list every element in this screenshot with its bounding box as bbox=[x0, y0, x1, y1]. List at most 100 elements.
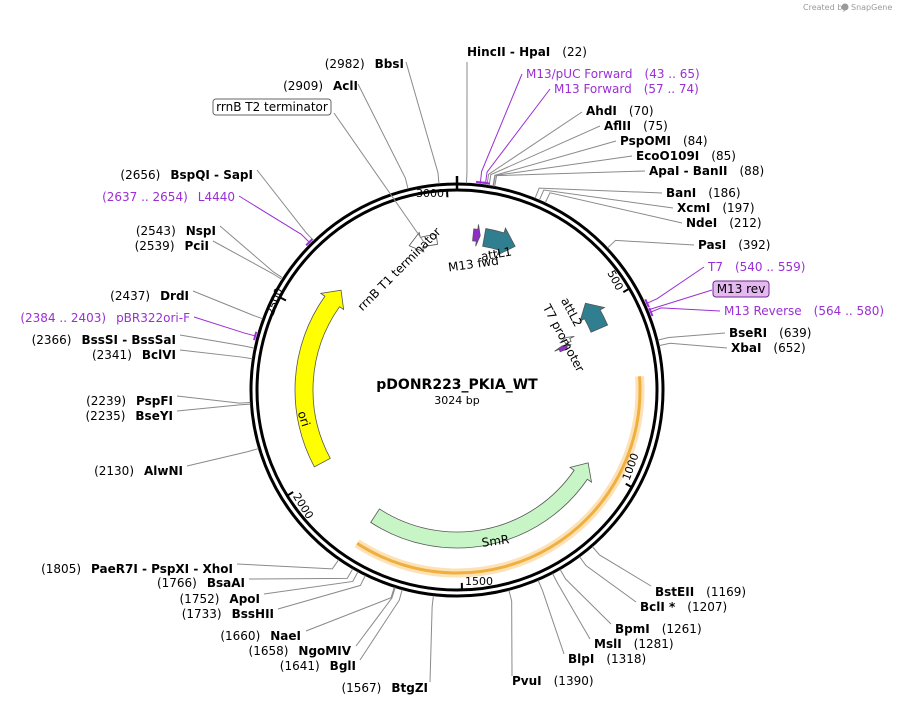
primer-mark-t7 bbox=[644, 298, 650, 308]
site-leader-bseri bbox=[657, 332, 726, 341]
site-label-bsaai[interactable]: (1766)BsaAI bbox=[157, 576, 245, 590]
site-label-paer7i[interactable]: (1805)PaeR7I - PspXI - XhoI bbox=[41, 562, 233, 576]
primer-label-pbr322ori-f[interactable]: (2384 .. 2403)pBR322ori-F bbox=[20, 311, 190, 325]
site-label-pcii[interactable]: (2539)PciI bbox=[135, 239, 209, 253]
snapgene-logo-icon bbox=[841, 3, 849, 11]
site-leader-bsteii bbox=[591, 546, 652, 587]
site-leader-bbsi bbox=[405, 61, 440, 184]
feature-smr-arrow[interactable] bbox=[370, 462, 593, 549]
site-label-ngomiv[interactable]: (1658)NgoMIV bbox=[249, 644, 352, 658]
tick-label-500: 500 bbox=[604, 268, 625, 293]
site-leader-ngomiv bbox=[355, 587, 396, 647]
primer-label-m13-puc-forward[interactable]: M13/pUC Forward(43 .. 65) bbox=[526, 67, 700, 81]
site-label-aflii[interactable]: AflII(75) bbox=[604, 119, 668, 133]
site-label-drdi[interactable]: (2437)DrdI bbox=[110, 289, 189, 303]
site-label-pvui[interactable]: PvuI(1390) bbox=[512, 674, 594, 688]
site-label-bsteii[interactable]: BstEII(1169) bbox=[655, 585, 746, 599]
feature-label-attl1: attL1 bbox=[480, 244, 513, 263]
site-leader-blpi bbox=[537, 580, 565, 655]
boxed-label-rrnb-t2-box bbox=[212, 98, 332, 116]
site-label-pasi[interactable]: PasI(392) bbox=[698, 238, 770, 252]
site-label-pspomi[interactable]: PspOMI(84) bbox=[620, 134, 708, 148]
site-leader-acli bbox=[357, 83, 409, 189]
boxed-label-m13-rev-box bbox=[712, 280, 770, 298]
site-leader-xbai bbox=[659, 342, 728, 349]
site-leader-bsssi bbox=[179, 334, 255, 349]
tick-mark-2000 bbox=[286, 491, 294, 497]
site-leader-bani bbox=[534, 187, 663, 199]
site-leader-naei bbox=[305, 587, 395, 632]
site-leader-nspi bbox=[219, 225, 284, 279]
site-leader-bcli bbox=[579, 556, 637, 603]
site-label-bseyi[interactable]: (2235)BseYI bbox=[86, 409, 174, 423]
site-label-ahdi[interactable]: AhdI(70) bbox=[586, 104, 654, 118]
feature-t7-promoter-arrow[interactable] bbox=[559, 336, 575, 345]
boxed-label-m13-rev-text[interactable]: M13 rev bbox=[717, 282, 766, 296]
site-label-bgli[interactable]: (1641)BglI bbox=[280, 659, 356, 673]
primer-leader-l4440 bbox=[238, 195, 311, 244]
site-leader-bsaai bbox=[248, 568, 354, 580]
primer-mark-pbr322ori-f bbox=[253, 331, 258, 341]
primer-leader-m13-reverse bbox=[648, 307, 721, 314]
primer-label-l4440[interactable]: (2637 .. 2654)L4440 bbox=[102, 190, 235, 204]
site-label-ecoo109i[interactable]: EcoO109I(85) bbox=[636, 149, 736, 163]
site-leader-hincii bbox=[465, 61, 468, 184]
primer-label-t7[interactable]: T7(540 .. 559) bbox=[707, 260, 805, 274]
site-label-msli[interactable]: MslI(1281) bbox=[594, 637, 674, 651]
site-leader-pasi bbox=[607, 239, 695, 249]
site-label-hincii[interactable]: HincII - HpaI(22) bbox=[467, 45, 587, 59]
primer-label-m13-reverse[interactable]: M13 Reverse(564 .. 580) bbox=[724, 304, 884, 318]
site-label-bani[interactable]: BanI(186) bbox=[666, 186, 741, 200]
feature-attl2-arrow[interactable] bbox=[579, 302, 609, 333]
site-leader-ecoo109i bbox=[492, 155, 633, 187]
primer-label-m13-forward[interactable]: M13 Forward(57 .. 74) bbox=[554, 82, 699, 96]
site-label-acli[interactable]: (2909)AclI bbox=[283, 79, 358, 93]
site-leader-bpmi bbox=[559, 569, 612, 625]
primer-mark-m13-forward bbox=[481, 181, 491, 185]
site-label-pspfi[interactable]: (2239)PspFI bbox=[86, 394, 173, 408]
site-leader-bsshii bbox=[277, 575, 366, 610]
site-label-bsssi[interactable]: (2366)BssSI - BssSaI bbox=[32, 333, 176, 347]
tick-mark-2500 bbox=[279, 296, 287, 302]
site-label-alwni[interactable]: (2130)AlwNI bbox=[94, 464, 183, 478]
site-leader-pcii bbox=[212, 240, 283, 280]
site-label-bpmi[interactable]: BpmI(1261) bbox=[615, 622, 702, 636]
site-label-apoi[interactable]: (1752)ApoI bbox=[180, 592, 261, 606]
site-label-xbai[interactable]: XbaI(652) bbox=[731, 341, 806, 355]
tick-label-2500: 2500 bbox=[264, 286, 286, 317]
site-label-bseri[interactable]: BseRI(639) bbox=[729, 326, 811, 340]
feature-ori-arrow[interactable] bbox=[294, 289, 345, 468]
tick-label-3000: 3000 bbox=[416, 187, 444, 200]
tick-mark-500 bbox=[622, 287, 630, 293]
site-label-apai[interactable]: ApaI - BanII(88) bbox=[649, 164, 764, 178]
boxed-label-rrnb-t2-text[interactable]: rrnB T2 terminator bbox=[216, 100, 328, 114]
orange-arc-layer bbox=[354, 375, 645, 578]
site-label-btgzi[interactable]: (1567)BtgZI bbox=[341, 681, 428, 695]
site-leader-bspqi bbox=[256, 169, 315, 241]
site-label-naei[interactable]: (1660)NaeI bbox=[220, 629, 301, 643]
site-label-xcmi[interactable]: XcmI(197) bbox=[677, 201, 755, 215]
site-leader-xcmi bbox=[538, 189, 674, 209]
site-leader-btgzi bbox=[429, 595, 434, 683]
site-leader-pvui bbox=[508, 590, 513, 677]
site-label-ndei[interactable]: NdeI(212) bbox=[686, 216, 762, 230]
site-label-bsshii[interactable]: (1733)BssHII bbox=[182, 607, 274, 621]
site-leader-apai bbox=[494, 170, 646, 187]
labels-layer: HincII - HpaI(22) AhdI(70)AflII(75)PspOMI… bbox=[20, 45, 884, 695]
feature-label-smr: SmR bbox=[481, 532, 510, 550]
primer-mark-m13-reverse bbox=[648, 307, 654, 317]
site-label-bspqi[interactable]: (2656)BspQI - SapI bbox=[120, 168, 253, 182]
site-label-blpi[interactable]: BlpI(1318) bbox=[568, 652, 646, 666]
feature-m13-rev-arrow[interactable] bbox=[554, 344, 572, 353]
tick-mark-1000 bbox=[625, 482, 633, 488]
feature-attl1-arrow[interactable] bbox=[482, 227, 516, 256]
site-label-bclvi[interactable]: (2341)BclVI bbox=[92, 348, 176, 362]
site-leader-ndei bbox=[544, 192, 683, 224]
site-label-bbsi[interactable]: (2982)BbsI bbox=[325, 57, 404, 71]
site-label-bcli[interactable]: BclI *(1207) bbox=[640, 600, 727, 614]
feature-m13-fwd-arrow[interactable] bbox=[472, 224, 481, 247]
site-leader-pspfi bbox=[176, 395, 251, 404]
site-label-nspi[interactable]: (2543)NspI bbox=[136, 224, 216, 238]
credit-prefix: Created by bbox=[803, 3, 847, 12]
